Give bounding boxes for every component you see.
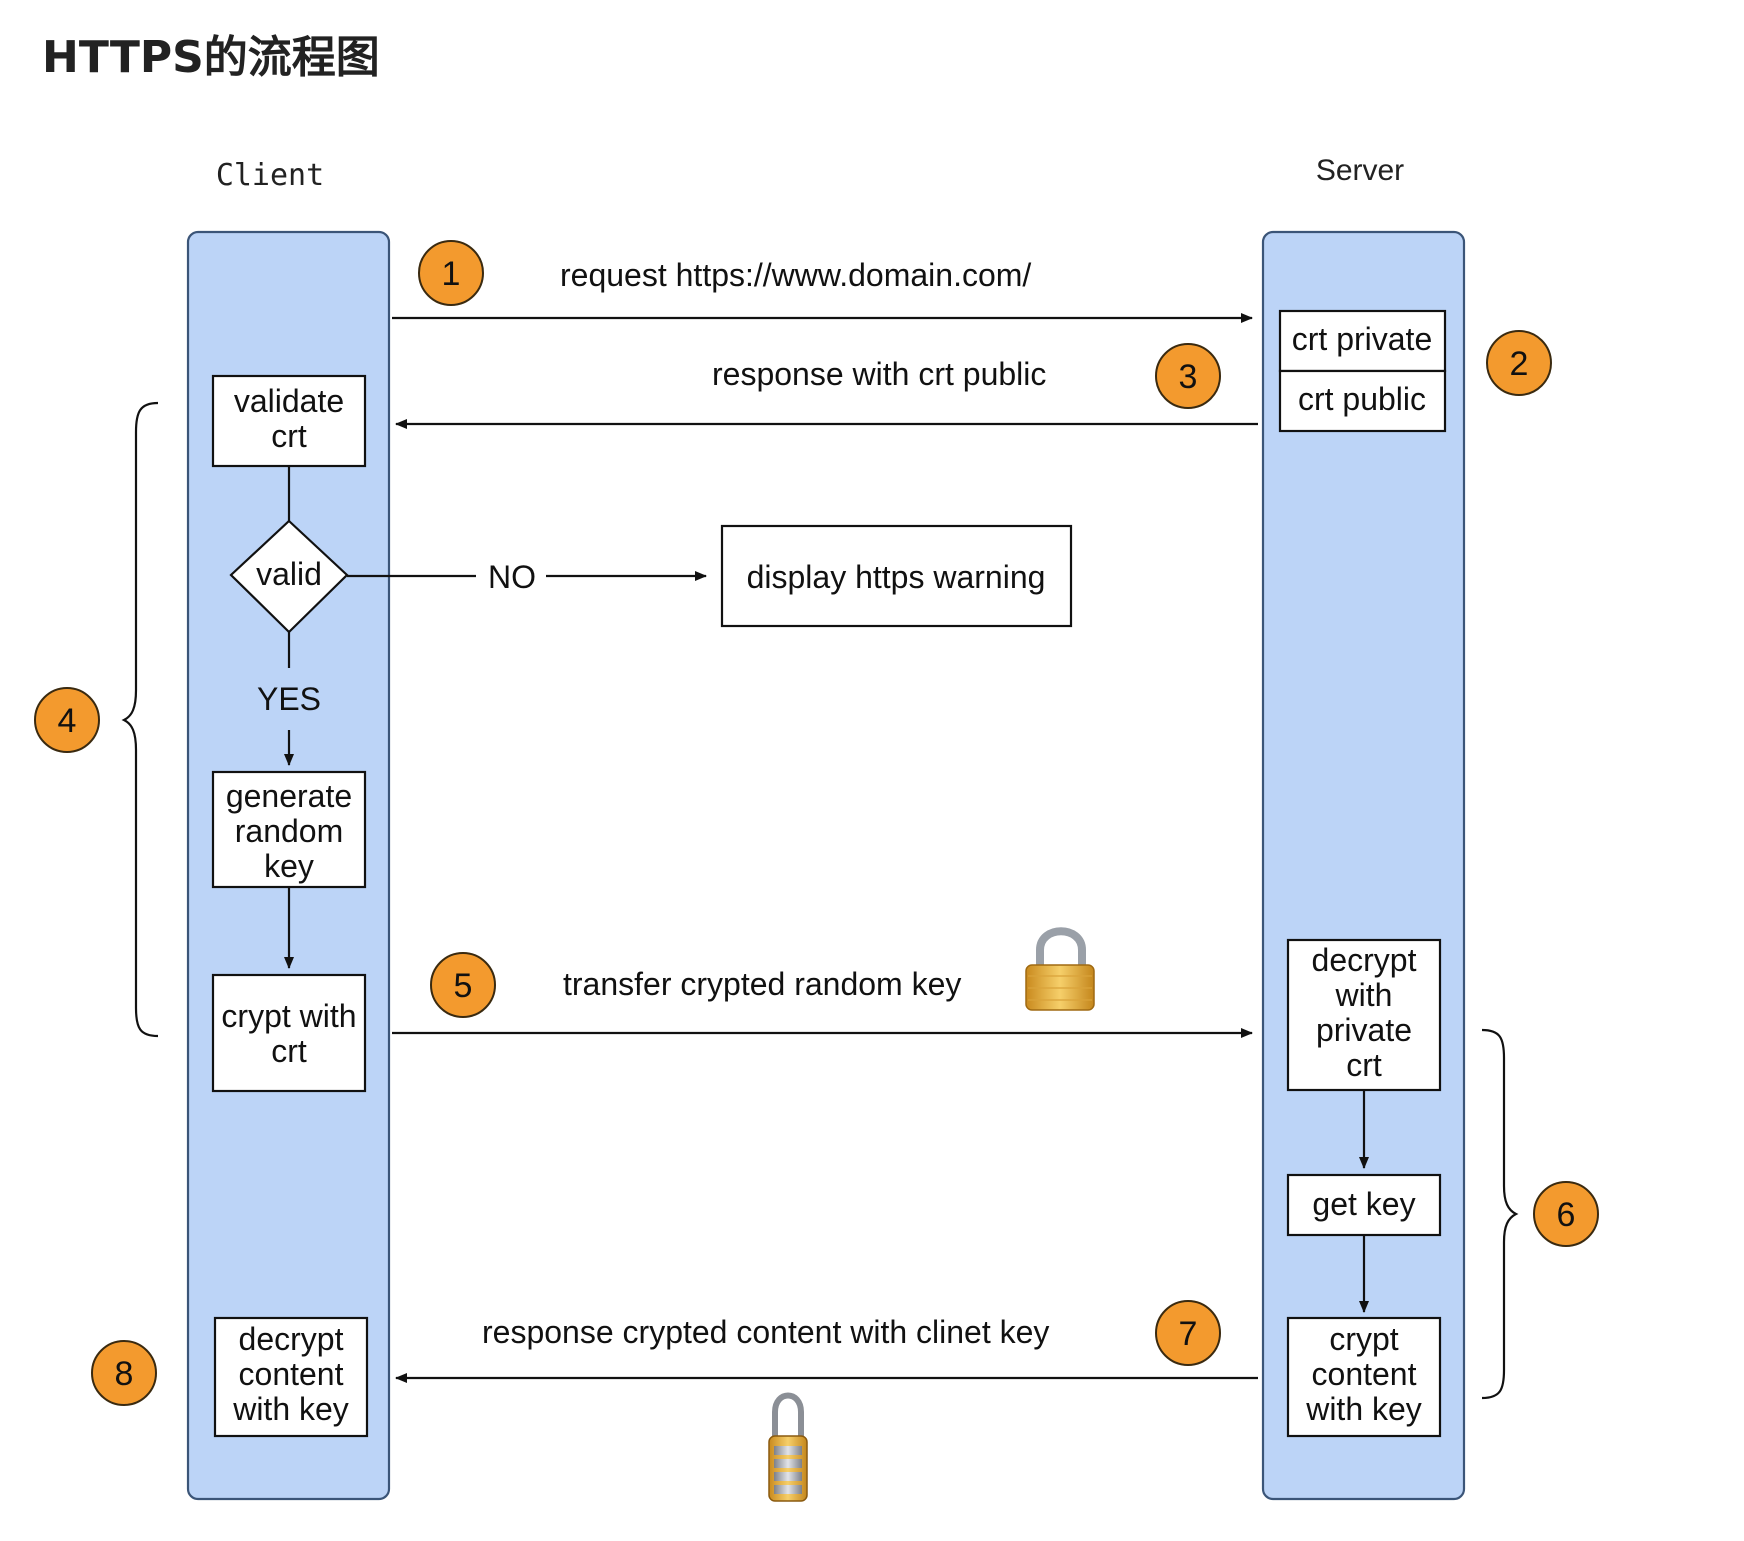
- validate-crt-line-1: validate: [234, 383, 344, 419]
- step-5-badge: 5: [430, 952, 496, 1018]
- step-7-number: 7: [1179, 1315, 1198, 1353]
- get-key-box: get key: [1286, 1173, 1442, 1237]
- decrypt-content-line-3: with key: [232, 1391, 349, 1427]
- crypt-content-line-1: crypt: [1329, 1321, 1398, 1357]
- transfer-key-message: transfer crypted random key: [563, 966, 961, 1002]
- crt-public-label: crt public: [1298, 381, 1426, 417]
- step-8-badge: 8: [91, 1340, 157, 1406]
- padlock-icon: [1025, 927, 1095, 1011]
- step-6-number: 6: [1557, 1196, 1576, 1234]
- https-warning-label: display https warning: [747, 559, 1046, 595]
- decrypt-private-line-1: decrypt: [1312, 942, 1417, 978]
- step-6-brace: [1481, 1028, 1519, 1400]
- crypt-content-line-2: content: [1312, 1356, 1417, 1392]
- step-4-brace: [121, 401, 159, 1038]
- step-5-number: 5: [454, 967, 473, 1005]
- crypt-with-crt-box: crypt with crt: [211, 973, 367, 1093]
- step-8-number: 8: [115, 1355, 134, 1393]
- crypt-with-crt-line-2: crt: [271, 1033, 307, 1069]
- crt-private-label: crt private: [1292, 321, 1432, 357]
- step-2-badge: 2: [1486, 330, 1552, 396]
- decrypt-content-line-1: decrypt: [239, 1321, 344, 1357]
- get-key-label: get key: [1312, 1186, 1415, 1222]
- step-3-number: 3: [1179, 358, 1198, 396]
- step-4-number: 4: [58, 702, 77, 740]
- step-6-badge: 6: [1533, 1181, 1599, 1247]
- generate-key-line-3: key: [264, 848, 314, 884]
- step-4-badge: 4: [34, 687, 100, 753]
- validate-crt-box: validate crt: [211, 374, 367, 468]
- server-lane-header: Server: [1316, 154, 1404, 187]
- page-title: HTTPS的流程图: [42, 32, 380, 83]
- decrypt-private-crt-box: decrypt with private crt: [1286, 938, 1442, 1092]
- yes-label: YES: [257, 681, 321, 717]
- decrypt-private-line-2: with: [1335, 977, 1393, 1013]
- response-crt-message: response with crt public: [712, 356, 1046, 392]
- combination-lock-icon: [768, 1392, 808, 1502]
- decrypt-content-line-2: content: [239, 1356, 344, 1392]
- generate-random-key-box: generate random key: [211, 770, 367, 889]
- https-warning-box: display https warning: [720, 524, 1073, 628]
- server-certificate-box: crt private crt public: [1278, 309, 1447, 433]
- response-content-message: response crypted content with clinet key: [482, 1314, 1049, 1350]
- step-1-number: 1: [442, 255, 461, 293]
- decrypt-private-line-4: crt: [1346, 1047, 1382, 1083]
- validate-crt-line-2: crt: [271, 418, 307, 454]
- request-message: request https://www.domain.com/: [560, 257, 1031, 293]
- generate-key-line-1: generate: [226, 778, 352, 814]
- no-label: NO: [488, 559, 536, 595]
- step-3-badge: 3: [1155, 343, 1221, 409]
- decrypt-content-box: decrypt content with key: [213, 1316, 369, 1438]
- crypt-content-line-3: with key: [1305, 1391, 1422, 1427]
- step-7-badge: 7: [1155, 1300, 1221, 1366]
- step-2-number: 2: [1510, 345, 1529, 383]
- valid-decision-label: valid: [256, 556, 322, 592]
- crypt-with-crt-line-1: crypt with: [221, 998, 356, 1034]
- generate-key-line-2: random: [235, 813, 344, 849]
- step-1-badge: 1: [418, 240, 484, 306]
- crypt-content-box: crypt content with key: [1286, 1316, 1442, 1438]
- client-lane-header: Client: [216, 158, 324, 193]
- decrypt-private-line-3: private: [1316, 1012, 1412, 1048]
